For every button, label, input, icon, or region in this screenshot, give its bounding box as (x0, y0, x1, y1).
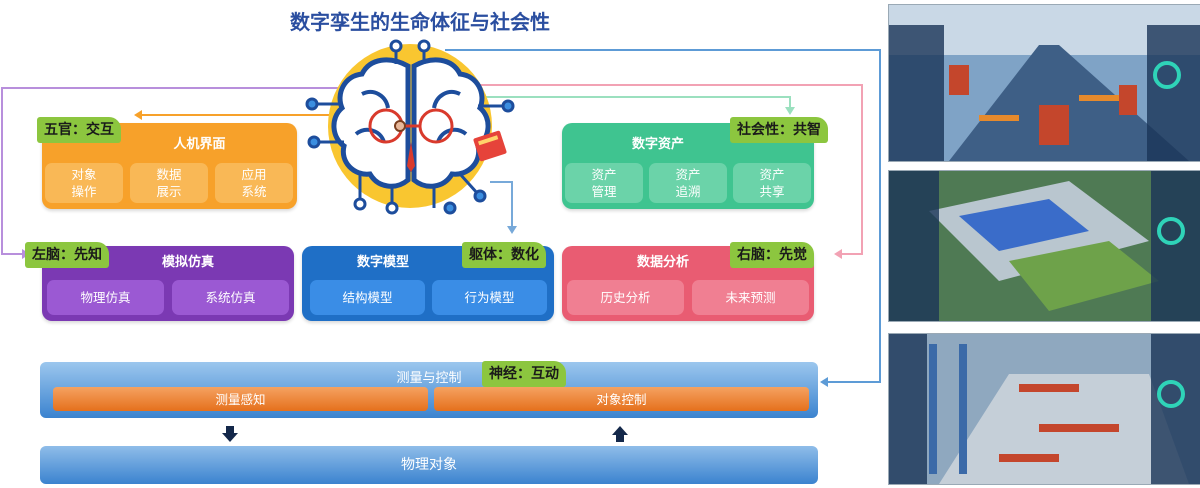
model-title: 数字模型 (356, 255, 409, 270)
model-item: 结构模型 (310, 280, 425, 315)
control-item: 测量感知 (53, 387, 428, 411)
control-title: 测量与控制 (396, 371, 462, 386)
analysis-item: 历史分析 (567, 280, 684, 315)
model-tag: 躯体：数化 (462, 242, 546, 268)
control-tag: 神经：互动 (482, 361, 566, 387)
arrow-up-icon (612, 426, 628, 442)
physical-object-title: 物理对象 (401, 457, 457, 473)
hmi-panel: 人机界面 对象 操作 数据 展示 应用 系统 (42, 123, 297, 209)
sim-item: 系统仿真 (172, 280, 289, 315)
connector-brain-to-assets (480, 96, 791, 108)
assets-item: 资产 管理 (565, 163, 643, 203)
page-title: 数字孪生的生命体征与社会性 (290, 10, 550, 34)
hmi-item: 应用 系统 (215, 163, 293, 203)
assets-item: 资产 共享 (733, 163, 811, 203)
sim-tag: 左脑：先知 (25, 242, 109, 268)
sim-title: 模拟仿真 (161, 255, 214, 270)
connector-right-brain-to-analysis (480, 84, 863, 255)
connector-brain-to-model (490, 181, 513, 226)
model-item: 行为模型 (432, 280, 547, 315)
hmi-item: 对象 操作 (45, 163, 123, 203)
sim-panel: 模拟仿真 物理仿真 系统仿真 (42, 246, 294, 321)
hmi-title: 人机界面 (173, 137, 226, 152)
assets-item: 资产 追溯 (649, 163, 727, 203)
control-panel: 测量与控制 测量感知 对象控制 (40, 362, 818, 418)
control-item: 对象控制 (434, 387, 809, 411)
factory-campus-aerial-screenshot (888, 170, 1200, 322)
analysis-item: 未来预测 (692, 280, 809, 315)
analysis-title: 数据分析 (636, 255, 689, 270)
arrow-down-icon (222, 426, 238, 442)
production-line-3d-screenshot (888, 333, 1200, 485)
connector-brain-to-control (445, 49, 881, 383)
hmi-tag: 五官：交互 (37, 117, 121, 143)
factory-warehouse-3d-screenshot (888, 4, 1200, 162)
analysis-tag: 右脑：先觉 (730, 242, 814, 268)
model-panel: 数字模型 结构模型 行为模型 (302, 246, 554, 321)
hmi-item: 数据 展示 (130, 163, 208, 203)
connector-left-brain-to-sim (1, 87, 358, 255)
assets-title: 数字资产 (631, 137, 684, 152)
physical-object-bar: 物理对象 (40, 446, 818, 484)
brain-icon (305, 39, 515, 215)
sim-item: 物理仿真 (47, 280, 164, 315)
assets-tag: 社会性：共智 (730, 117, 828, 143)
